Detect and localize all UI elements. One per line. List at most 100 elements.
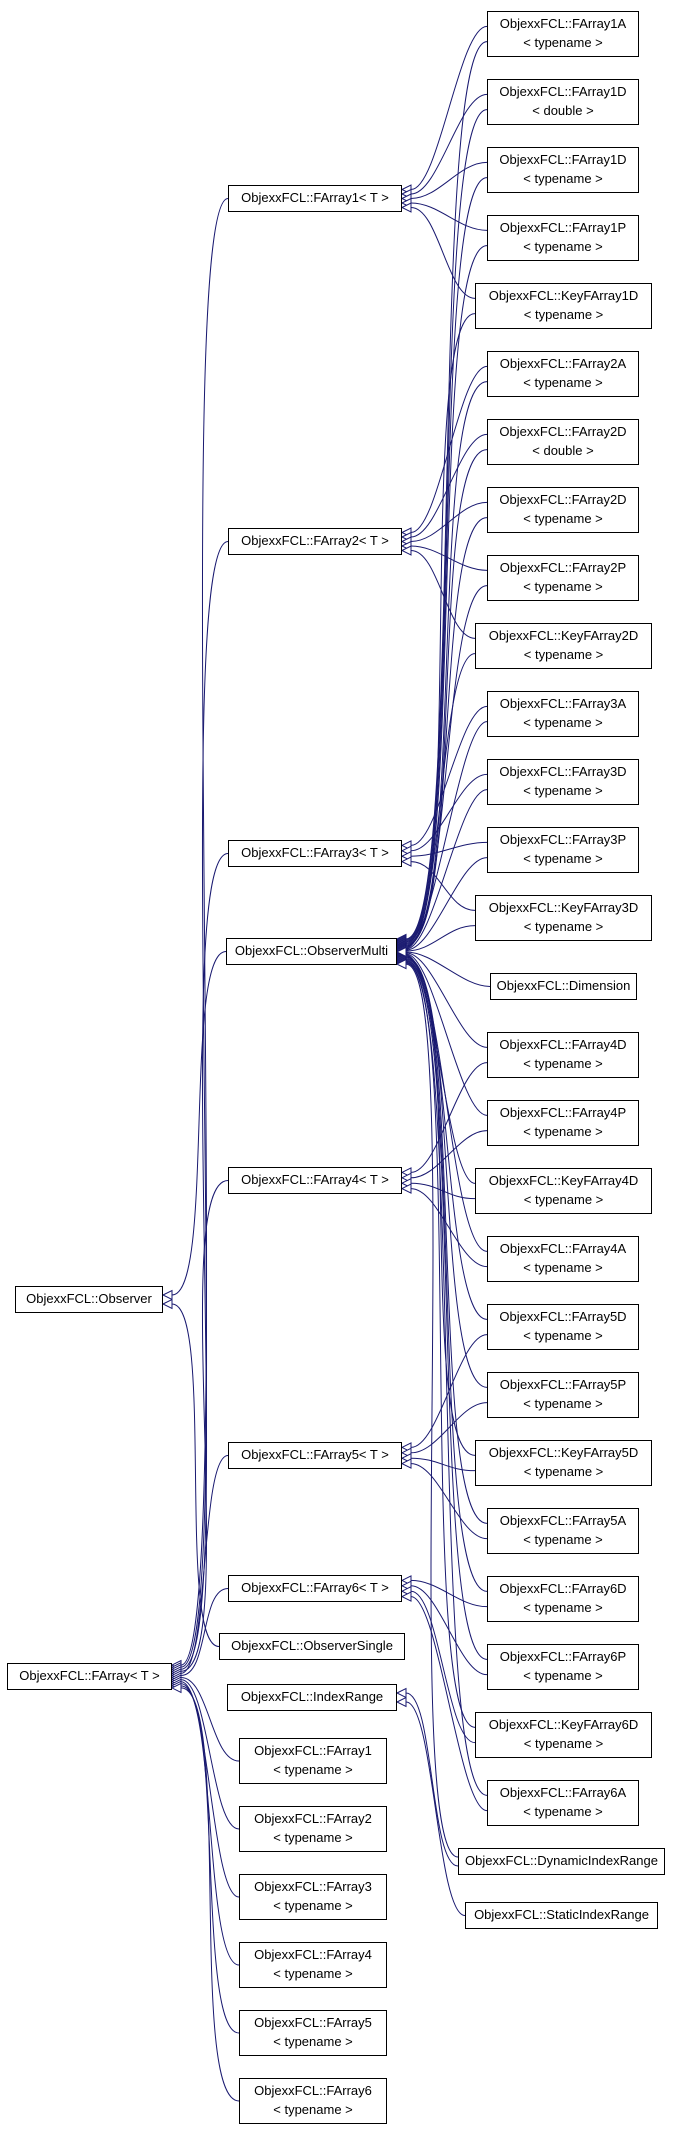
- class-node-label: ObjexxFCL::FArray5: [254, 2015, 372, 2031]
- inheritance-edge-dimension-to-observer-multi: [405, 951, 491, 987]
- class-node-keyfarray1d[interactable]: ObjexxFCL::KeyFArray1D< typename >: [475, 283, 652, 329]
- class-node-farray2a[interactable]: ObjexxFCL::FArray2A< typename >: [487, 351, 639, 397]
- inheritance-edge-farray3d-to-farray3-t: [410, 773, 488, 852]
- class-node-farray2-t[interactable]: ObjexxFCL::FArray2< T >: [228, 528, 402, 555]
- class-node-farray1d-double[interactable]: ObjexxFCL::FArray1D< double >: [487, 79, 639, 125]
- class-node-keyfarray5d[interactable]: ObjexxFCL::KeyFArray5D< typename >: [475, 1440, 652, 1486]
- inheritance-edge-farray5a-to-observer-multi: [405, 958, 488, 1524]
- inheritance-edge-farray6a-to-observer-multi: [405, 962, 488, 1796]
- class-node-keyfarray2d[interactable]: ObjexxFCL::KeyFArray2D< typename >: [475, 623, 652, 669]
- class-node-dynamic-index-range[interactable]: ObjexxFCL::DynamicIndexRange: [458, 1848, 665, 1875]
- class-node-keyfarray3d[interactable]: ObjexxFCL::KeyFArray3D< typename >: [475, 895, 652, 941]
- class-node-farray6p[interactable]: ObjexxFCL::FArray6P< typename >: [487, 1644, 639, 1690]
- class-node-observer-single[interactable]: ObjexxFCL::ObserverSingle: [219, 1633, 405, 1660]
- class-node-label: < typename >: [523, 1804, 603, 1819]
- class-node-farray2p[interactable]: ObjexxFCL::FArray2P< typename >: [487, 555, 639, 601]
- class-node-static-index-range[interactable]: ObjexxFCL::StaticIndexRange: [465, 1902, 658, 1929]
- class-node-label: < typename >: [523, 35, 603, 50]
- inheritance-edge-farray4p-to-observer-multi: [405, 953, 488, 1116]
- class-node-farray6d[interactable]: ObjexxFCL::FArray6D< typename >: [487, 1576, 639, 1622]
- class-node-farray5-typename[interactable]: ObjexxFCL::FArray5< typename >: [239, 2010, 387, 2056]
- class-node-label: < typename >: [523, 1328, 603, 1343]
- inheritance-edge-keyfarray2d-to-farray2-t: [410, 550, 476, 639]
- class-node-label: ObjexxFCL::FArray5D: [499, 1309, 627, 1325]
- class-node-label: < typename >: [523, 919, 604, 934]
- inheritance-edge-farray3a-to-observer-multi: [405, 721, 488, 949]
- class-node-label: ObjexxFCL::StaticIndexRange: [474, 1907, 649, 1923]
- inheritance-edge-farray6-typename-to-farray-t: [180, 1687, 240, 2102]
- class-node-farray6a[interactable]: ObjexxFCL::FArray6A< typename >: [487, 1780, 639, 1826]
- arrowhead-keyfarray3d-to-farray3-t: [400, 856, 412, 867]
- class-node-label: < typename >: [273, 1966, 353, 1981]
- class-node-farray2d[interactable]: ObjexxFCL::FArray2D< typename >: [487, 487, 639, 533]
- class-node-farray1a[interactable]: ObjexxFCL::FArray1A< typename >: [487, 11, 639, 57]
- inheritance-edge-keyfarray5d-to-farray5-t: [410, 1457, 476, 1472]
- class-node-farray1-t[interactable]: ObjexxFCL::FArray1< T >: [228, 185, 402, 212]
- class-node-label: < typename >: [523, 1736, 604, 1751]
- class-node-label: < typename >: [523, 307, 604, 322]
- class-node-label: ObjexxFCL::FArray1P: [499, 220, 627, 236]
- inheritance-edge-farray6p-to-observer-multi: [405, 960, 488, 1660]
- arrowhead-observer-single-to-observer: [161, 1298, 173, 1310]
- class-node-label: < typename >: [523, 715, 603, 730]
- class-node-label: < typename >: [523, 647, 604, 662]
- class-node-observer[interactable]: ObjexxFCL::Observer: [15, 1286, 163, 1313]
- class-node-farray2d-double[interactable]: ObjexxFCL::FArray2D< double >: [487, 419, 639, 465]
- inheritance-edge-observer-single-to-observer: [171, 1303, 220, 1647]
- class-node-label: < typename >: [273, 2034, 353, 2049]
- class-node-keyfarray6d[interactable]: ObjexxFCL::KeyFArray6D< typename >: [475, 1712, 652, 1758]
- class-node-farray2-typename[interactable]: ObjexxFCL::FArray2< typename >: [239, 1806, 387, 1852]
- inheritance-edge-farray4d-to-observer-multi: [405, 952, 488, 1048]
- inheritance-edge-farray2-t-to-farray-t: [180, 541, 229, 1668]
- class-node-farray3a[interactable]: ObjexxFCL::FArray3A< typename >: [487, 691, 639, 737]
- class-node-label: ObjexxFCL::FArray3: [254, 1879, 372, 1895]
- class-node-farray5p[interactable]: ObjexxFCL::FArray5P< typename >: [487, 1372, 639, 1418]
- class-node-label: ObjexxFCL::FArray< T >: [19, 1668, 160, 1684]
- class-node-farray6-typename[interactable]: ObjexxFCL::FArray6< typename >: [239, 2078, 387, 2124]
- class-node-farray1p[interactable]: ObjexxFCL::FArray1P< typename >: [487, 215, 639, 261]
- inheritance-edge-dynamic-index-range-to-observer-multi: [405, 963, 459, 1858]
- class-node-farray3d[interactable]: ObjexxFCL::FArray3D< typename >: [487, 759, 639, 805]
- class-node-farray3p[interactable]: ObjexxFCL::FArray3P< typename >: [487, 827, 639, 873]
- class-node-label: ObjexxFCL::FArray4A: [499, 1241, 627, 1257]
- class-node-label: < typename >: [523, 1600, 603, 1615]
- class-node-farray1-typename[interactable]: ObjexxFCL::FArray1< typename >: [239, 1738, 387, 1784]
- class-node-farray6-t[interactable]: ObjexxFCL::FArray6< T >: [228, 1575, 402, 1602]
- class-node-label: ObjexxFCL::FArray3A: [499, 696, 627, 712]
- class-node-observer-multi[interactable]: ObjexxFCL::ObserverMulti: [226, 938, 397, 965]
- class-node-farray4d[interactable]: ObjexxFCL::FArray4D< typename >: [487, 1032, 639, 1078]
- class-node-label: < typename >: [523, 511, 603, 526]
- class-node-farray4a[interactable]: ObjexxFCL::FArray4A< typename >: [487, 1236, 639, 1282]
- class-node-farray3-t[interactable]: ObjexxFCL::FArray3< T >: [228, 840, 402, 867]
- arrowhead-farray5a-to-farray5-t: [400, 1458, 412, 1469]
- class-node-farray5d[interactable]: ObjexxFCL::FArray5D< typename >: [487, 1304, 639, 1350]
- inheritance-edge-farray1p-to-farray1-t: [410, 202, 488, 231]
- class-node-farray4-t[interactable]: ObjexxFCL::FArray4< T >: [228, 1167, 402, 1194]
- inheritance-edge-farray5-t-to-farray-t: [180, 1455, 229, 1674]
- class-node-keyfarray4d[interactable]: ObjexxFCL::KeyFArray4D< typename >: [475, 1168, 652, 1214]
- class-node-farray4-typename[interactable]: ObjexxFCL::FArray4< typename >: [239, 1942, 387, 1988]
- inheritance-edge-static-index-range-to-index-range: [405, 1701, 466, 1916]
- inheritance-edge-farray6d-to-farray6-t: [410, 1579, 488, 1608]
- class-node-label: ObjexxFCL::FArray4: [254, 1947, 372, 1963]
- class-node-dimension[interactable]: ObjexxFCL::Dimension: [490, 973, 637, 1000]
- arrowhead-dynamic-index-range-to-index-range: [395, 1687, 407, 1699]
- class-node-label: < double >: [532, 103, 594, 118]
- inheritance-edge-keyfarray5d-to-observer-multi: [405, 957, 476, 1456]
- class-node-label: ObjexxFCL::FArray2< T >: [241, 533, 389, 549]
- arrowhead-farray6a-to-farray6-t: [400, 1591, 412, 1602]
- inheritance-edge-farray6-t-to-farray-t: [180, 1588, 229, 1676]
- arrowhead-static-index-range-to-index-range: [395, 1696, 407, 1708]
- class-node-label: < typename >: [523, 1124, 603, 1139]
- class-node-farray5a[interactable]: ObjexxFCL::FArray5A< typename >: [487, 1508, 639, 1554]
- class-node-farray3-typename[interactable]: ObjexxFCL::FArray3< typename >: [239, 1874, 387, 1920]
- class-node-index-range[interactable]: ObjexxFCL::IndexRange: [227, 1684, 397, 1711]
- inheritance-edge-farray3p-to-farray3-t: [410, 841, 488, 857]
- class-node-label: ObjexxFCL::KeyFArray5D: [488, 1445, 639, 1461]
- class-node-farray1d[interactable]: ObjexxFCL::FArray1D< typename >: [487, 147, 639, 193]
- class-node-farray5-t[interactable]: ObjexxFCL::FArray5< T >: [228, 1442, 402, 1469]
- class-node-label: ObjexxFCL::FArray6D: [499, 1581, 627, 1597]
- inheritance-edge-farray3d-to-observer-multi: [405, 789, 488, 950]
- class-node-farray4p[interactable]: ObjexxFCL::FArray4P< typename >: [487, 1100, 639, 1146]
- class-node-farray-t[interactable]: ObjexxFCL::FArray< T >: [7, 1663, 172, 1690]
